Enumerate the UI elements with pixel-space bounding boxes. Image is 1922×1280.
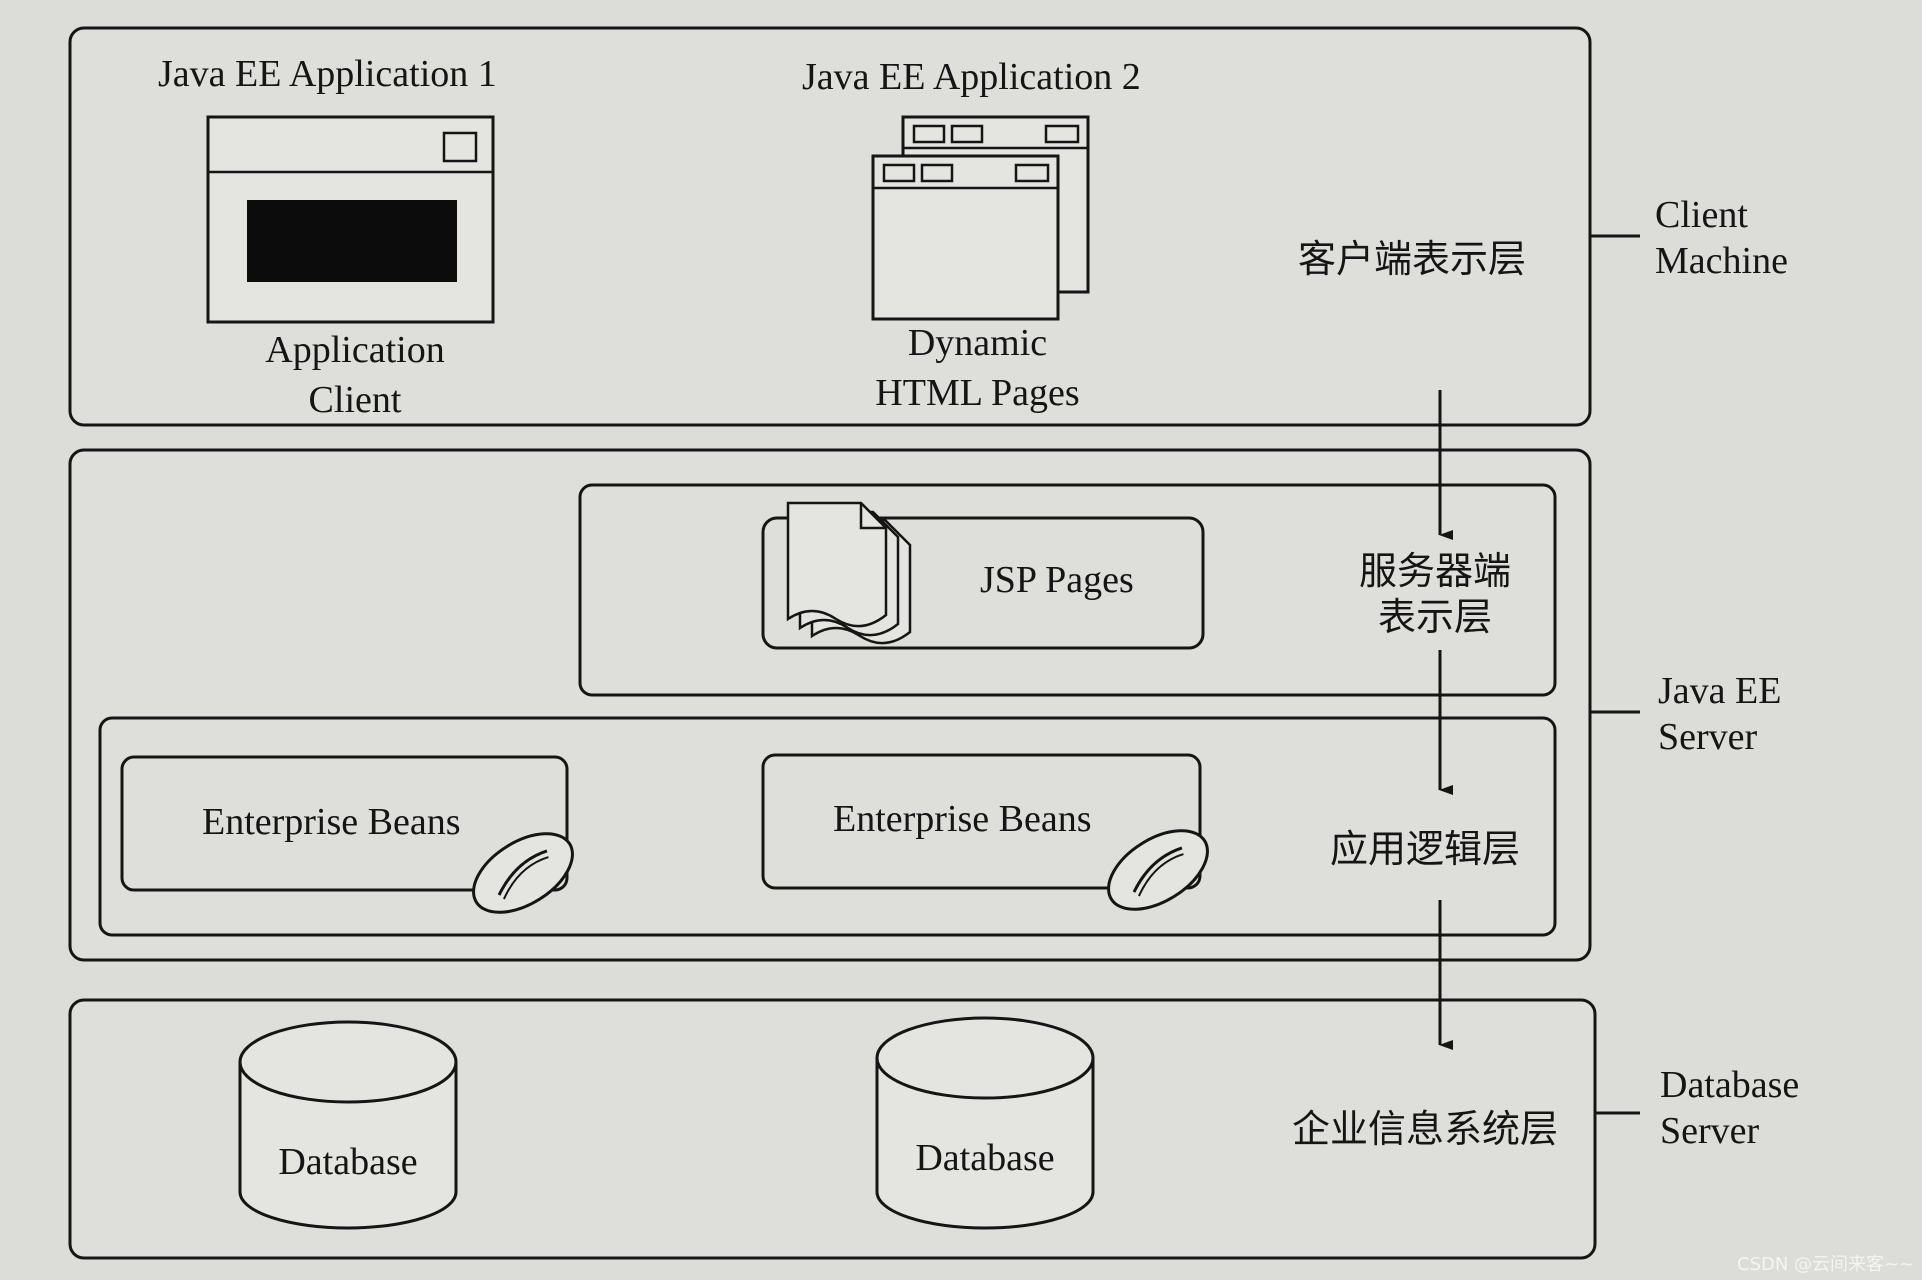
database-label-1: Database [278, 1141, 418, 1183]
server-presentation-layer-line2: 表示层 [1377, 595, 1492, 639]
jsp-pages-label: JSP Pages [980, 559, 1134, 601]
database-server-line2: Server [1660, 1110, 1760, 1152]
javaee-server-line2: Server [1658, 716, 1758, 758]
javaee-server-label: Java EE Server [1658, 668, 1781, 760]
application-client-line2: Client [308, 379, 402, 421]
database-label-2: Database [915, 1137, 1055, 1179]
enterprise-beans-box-1 [120, 755, 569, 892]
server-presentation-layer-label: 服务器端 表示层 [1345, 548, 1525, 640]
app1-title: Java EE Application 1 [158, 53, 497, 95]
enterprise-beans-label-2: Enterprise Beans [833, 798, 1092, 840]
client-presentation-layer-label: 客户端表示层 [1298, 237, 1527, 281]
application-client-line1: Application [265, 329, 445, 371]
database-server-line1: Database [1660, 1064, 1800, 1106]
web-layer-box [578, 483, 1557, 697]
client-machine-line2: Machine [1655, 240, 1788, 282]
business-layer-box [98, 716, 1557, 937]
application-logic-layer-label: 应用逻辑层 [1330, 827, 1521, 871]
database-server-label: Database Server [1660, 1062, 1799, 1154]
watermark: CSDN @云间来客~~ [1737, 1254, 1915, 1275]
database-cylinder-icon [238, 1020, 458, 1230]
bean-icon [1107, 829, 1209, 911]
server-presentation-layer-line1: 服务器端 [1358, 549, 1511, 593]
client-machine-line1: Client [1655, 194, 1748, 236]
dynamic-html-pages-line1: Dynamic [907, 322, 1048, 364]
enterprise-beans-label-1: Enterprise Beans [202, 801, 461, 843]
javaee-server-line1: Java EE [1658, 670, 1782, 712]
database-cylinder-icon [875, 1016, 1095, 1230]
application-client-window-icon [206, 115, 495, 324]
bean-icon [472, 832, 574, 914]
eis-layer-label: 企业信息系统层 [1292, 1107, 1559, 1151]
app2-title: Java EE Application 2 [802, 56, 1141, 98]
jsp-document-icon [786, 501, 912, 645]
dynamic-html-pages-icon [871, 115, 1090, 321]
enterprise-beans-box-2 [761, 753, 1202, 890]
application-client-label: Application Client [210, 325, 500, 425]
dynamic-html-pages-line2: HTML Pages [875, 372, 1080, 414]
client-machine-label: Client Machine [1655, 192, 1788, 284]
dynamic-html-pages-label: Dynamic HTML Pages [840, 318, 1115, 418]
